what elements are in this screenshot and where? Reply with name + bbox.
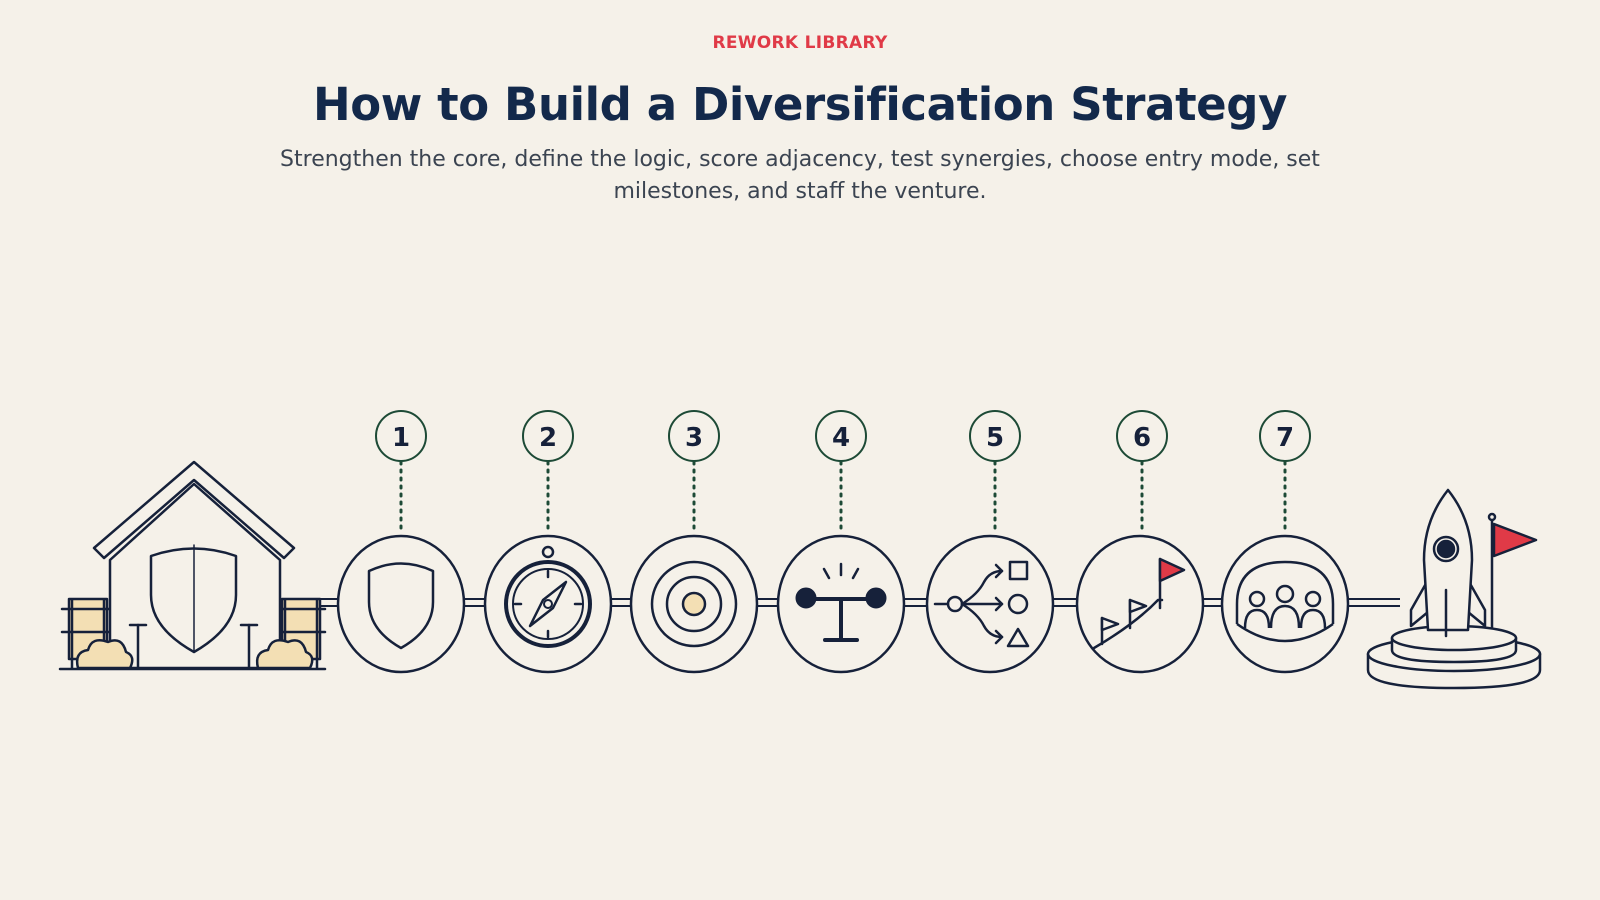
step-6-number: 6 (1133, 423, 1151, 453)
bush-left-icon (75, 639, 134, 670)
page-subtitle: Strengthen the core, define the logic, s… (280, 147, 1320, 204)
branching-arrows-icon (933, 560, 1030, 648)
shield-icon (367, 562, 435, 650)
step-1-marker: 1 (375, 410, 427, 532)
milestone-flags-icon (1092, 557, 1186, 650)
barn-icon (58, 460, 327, 671)
page-title: How to Build a Diversification Strategy (312, 78, 1288, 131)
eyebrow-label: REWORK LIBRARY (712, 33, 888, 53)
step-6-node (1075, 534, 1205, 674)
step-7-node (1220, 534, 1350, 674)
step-2-marker: 2 (522, 410, 574, 532)
step-1-number: 1 (392, 423, 410, 453)
step-3-number: 3 (685, 423, 703, 453)
step-markers: 1 2 3 4 5 6 7 (375, 410, 1311, 532)
step-1-node (336, 534, 466, 674)
bush-right-icon (255, 639, 314, 670)
step-5-marker: 5 (969, 410, 1021, 532)
step-2-node (483, 534, 613, 674)
compass-icon (504, 545, 592, 648)
step-2-number: 2 (539, 423, 557, 453)
team-icon (1235, 560, 1335, 643)
step-5-node (925, 534, 1055, 674)
step-4-marker: 4 (815, 410, 867, 532)
step-5-number: 5 (986, 423, 1004, 453)
target-icon (650, 560, 738, 648)
step-4-node (776, 534, 906, 674)
step-3-node (629, 534, 759, 674)
step-4-number: 4 (832, 423, 850, 453)
rocket-launch-icon (1366, 488, 1542, 690)
balance-scale-icon (795, 562, 887, 642)
step-3-marker: 3 (668, 410, 720, 532)
step-6-marker: 6 (1116, 410, 1168, 532)
step-7-marker: 7 (1259, 410, 1311, 532)
step-7-number: 7 (1276, 423, 1294, 453)
